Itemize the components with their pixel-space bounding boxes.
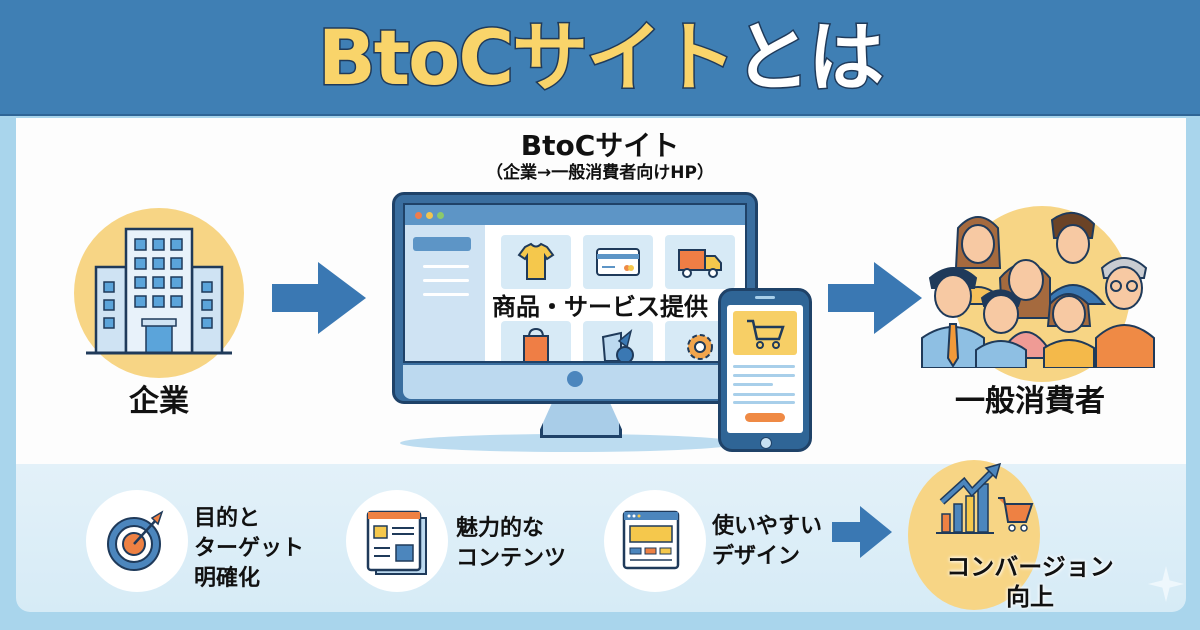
product-tile <box>501 235 571 289</box>
window-dot-icon <box>426 212 433 219</box>
factor-label: 使いやすい デザイン <box>712 514 823 569</box>
article-layout-icon <box>366 510 427 575</box>
digital-content-icon <box>601 328 634 361</box>
target-arrow-icon <box>107 510 164 571</box>
site-title: BtoCサイト <box>520 129 680 162</box>
delivery-truck-icon <box>678 249 722 278</box>
home-button-icon <box>760 437 772 449</box>
credit-card-icon <box>596 248 640 276</box>
shopping-cart-icon <box>747 319 785 349</box>
web-layout-icon <box>622 510 680 570</box>
growth-chart-cart-icon <box>936 462 1034 534</box>
screen-caption: 商品・サービス提供 <box>492 293 708 321</box>
monitor-stand <box>540 404 622 438</box>
buy-button <box>745 413 785 422</box>
window-dot-icon <box>437 212 444 219</box>
shopping-bag-icon <box>523 327 549 361</box>
arrow-right-icon <box>832 506 892 558</box>
factor-label: 目的と ターゲット 明確化 <box>194 506 305 591</box>
browser-bar <box>405 205 745 225</box>
monitor-chin <box>403 365 747 399</box>
factor-icon-circle <box>86 490 188 592</box>
smartphone <box>718 288 812 452</box>
result-circle <box>908 460 1040 610</box>
arrow-right-icon <box>828 262 922 334</box>
office-building-icon <box>86 227 232 355</box>
t-shirt-icon <box>517 242 555 280</box>
power-button-icon <box>567 371 583 387</box>
page-sidebar <box>405 225 485 361</box>
header-banner: BtoCサイトとは <box>0 0 1200 116</box>
monitor-shadow <box>400 434 740 452</box>
product-tile <box>583 321 653 361</box>
window-dot-icon <box>415 212 422 219</box>
product-tile <box>665 235 735 289</box>
arrow-right-icon <box>272 262 366 334</box>
factor-icon-circle <box>604 490 706 592</box>
people-group-icon <box>921 212 1155 368</box>
title-highlight: BtoCサイト <box>316 12 737 103</box>
consumers-label: 一般消費者 <box>955 384 1105 419</box>
monitor-screen <box>403 203 747 363</box>
product-tile <box>501 321 571 361</box>
result-label: コンバージョン 向上 <box>946 553 1114 611</box>
title-suffix: とは <box>733 12 886 103</box>
gear-icon <box>687 334 713 360</box>
phone-screen <box>727 305 803 433</box>
page-title: BtoCサイトとは <box>0 12 1200 103</box>
factor-icon-circle <box>346 490 448 592</box>
company-label: 企業 <box>129 384 189 419</box>
site-subtitle: （企業→一般消費者向けHP） <box>486 163 714 183</box>
desktop-monitor <box>392 192 758 404</box>
factor-label: 魅力的な コンテンツ <box>456 516 567 571</box>
product-tile <box>583 235 653 289</box>
